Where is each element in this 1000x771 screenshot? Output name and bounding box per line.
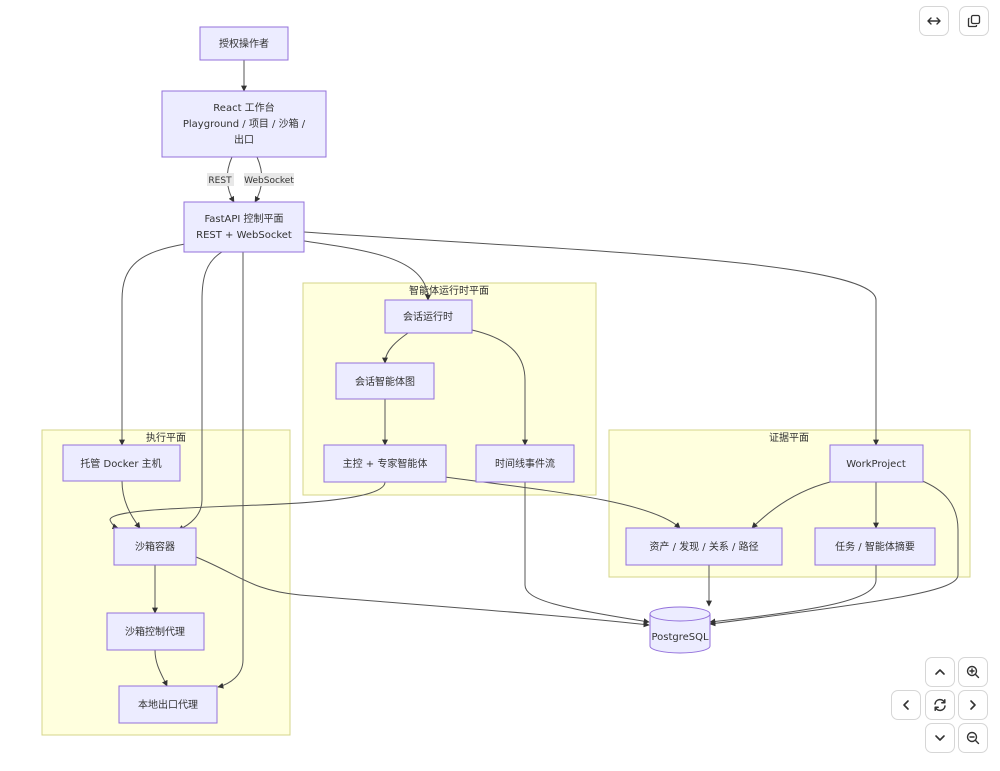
expand-icon — [927, 17, 941, 25]
node-workproject-label: WorkProject — [846, 459, 906, 470]
zoom-out-button[interactable] — [958, 723, 988, 753]
edges — [109, 60, 959, 689]
edge-fastapi-sandbox — [177, 251, 223, 531]
node-egress-proxy-label: 本地出口代理 — [138, 698, 198, 711]
edge-master-sandbox — [109, 481, 386, 530]
node-agent-graph-label: 会话智能体图 — [355, 375, 415, 388]
node-assets-label: 资产 / 发现 / 关系 / 路径 — [649, 540, 758, 553]
chevron-left-icon — [903, 700, 909, 710]
pan-down-button[interactable] — [925, 723, 955, 753]
node-assets[interactable]: 资产 / 发现 / 关系 / 路径 — [625, 527, 783, 566]
node-tasks[interactable]: 任务 / 智能体摘要 — [814, 527, 936, 566]
edge-label-rest-text: REST — [208, 176, 232, 186]
edge-workproject-postgres — [709, 479, 959, 627]
node-fastapi-line1: FastAPI 控制平面 — [204, 212, 283, 225]
zoom-in-button[interactable] — [958, 657, 988, 687]
node-docker-host[interactable]: 托管 Docker 主机 — [62, 444, 181, 482]
edge-tasks-postgres — [709, 565, 877, 625]
node-egress-proxy[interactable]: 本地出口代理 — [118, 685, 218, 724]
chevron-right-icon — [970, 700, 976, 710]
node-sandbox-proxy-label: 沙箱控制代理 — [125, 625, 185, 638]
node-react-line2: Playground / 项目 / 沙箱 / — [183, 117, 306, 130]
node-docker-host-label: 托管 Docker 主机 — [80, 457, 161, 470]
node-postgres-label: PostgreSQL — [651, 632, 709, 643]
edge-fastapi-session — [297, 239, 431, 301]
edge-label-websocket: WebSocket — [244, 173, 294, 186]
edge-session-timeline — [471, 329, 528, 446]
node-postgres[interactable]: PostgreSQL — [649, 606, 711, 654]
edge-fastapi-egress — [217, 252, 244, 689]
edge-fastapi-docker — [119, 243, 186, 446]
copy-button[interactable] — [959, 6, 989, 36]
cluster-agent-runtime-label: 智能体运行时平面 — [409, 284, 489, 297]
edge-proxy-egress — [154, 649, 168, 687]
edge-label-websocket-text: WebSocket — [244, 176, 294, 186]
edge-sandbox-postgres — [195, 556, 650, 628]
node-session-runtime-label: 会话运行时 — [403, 310, 453, 323]
node-fastapi[interactable]: FastAPI 控制平面 REST + WebSocket — [183, 201, 305, 253]
edge-session-graph — [382, 332, 409, 364]
chevron-down-icon — [935, 735, 945, 741]
cluster-execution-label: 执行平面 — [146, 431, 186, 444]
node-operator[interactable]: 授权操作者 — [199, 26, 289, 61]
node-workproject[interactable]: WorkProject — [829, 444, 924, 483]
node-react-line3: 出口 — [234, 133, 254, 146]
edge-workproject-assets — [751, 481, 831, 529]
pan-left-button[interactable] — [891, 690, 921, 720]
reset-view-button[interactable] — [925, 690, 955, 720]
node-session-runtime[interactable]: 会话运行时 — [384, 299, 473, 334]
zoom-out-icon — [966, 731, 980, 745]
edge-fastapi-workproject — [303, 231, 879, 446]
node-sandbox-label: 沙箱容器 — [135, 540, 175, 553]
node-sandbox-proxy[interactable]: 沙箱控制代理 — [106, 612, 205, 651]
node-tasks-label: 任务 / 智能体摘要 — [835, 540, 915, 553]
expand-button[interactable] — [919, 6, 949, 36]
chevron-up-icon — [935, 669, 945, 675]
node-react[interactable]: React 工作台 Playground / 项目 / 沙箱 / 出口 — [161, 90, 327, 158]
edge-master-assets — [429, 474, 681, 529]
zoom-in-icon — [966, 665, 980, 679]
node-sandbox[interactable]: 沙箱容器 — [113, 527, 197, 566]
node-master-agents-label: 主控 + 专家智能体 — [343, 457, 428, 470]
pan-right-button[interactable] — [958, 690, 988, 720]
cluster-evidence-label: 证据平面 — [769, 431, 809, 444]
copy-icon — [967, 14, 981, 28]
pan-up-button[interactable] — [925, 657, 955, 687]
node-timeline-label: 时间线事件流 — [495, 457, 555, 470]
reset-icon — [934, 698, 946, 712]
edge-label-rest: REST — [207, 173, 234, 186]
node-operator-label: 授权操作者 — [219, 37, 269, 50]
node-timeline[interactable]: 时间线事件流 — [475, 444, 575, 483]
node-agent-graph[interactable]: 会话智能体图 — [335, 362, 435, 400]
node-master-agents[interactable]: 主控 + 专家智能体 — [323, 444, 447, 483]
edge-docker-sandbox — [121, 480, 141, 529]
edge-timeline-postgres — [524, 482, 650, 625]
node-react-line1: React 工作台 — [213, 101, 274, 114]
node-fastapi-line2: REST + WebSocket — [196, 230, 292, 241]
